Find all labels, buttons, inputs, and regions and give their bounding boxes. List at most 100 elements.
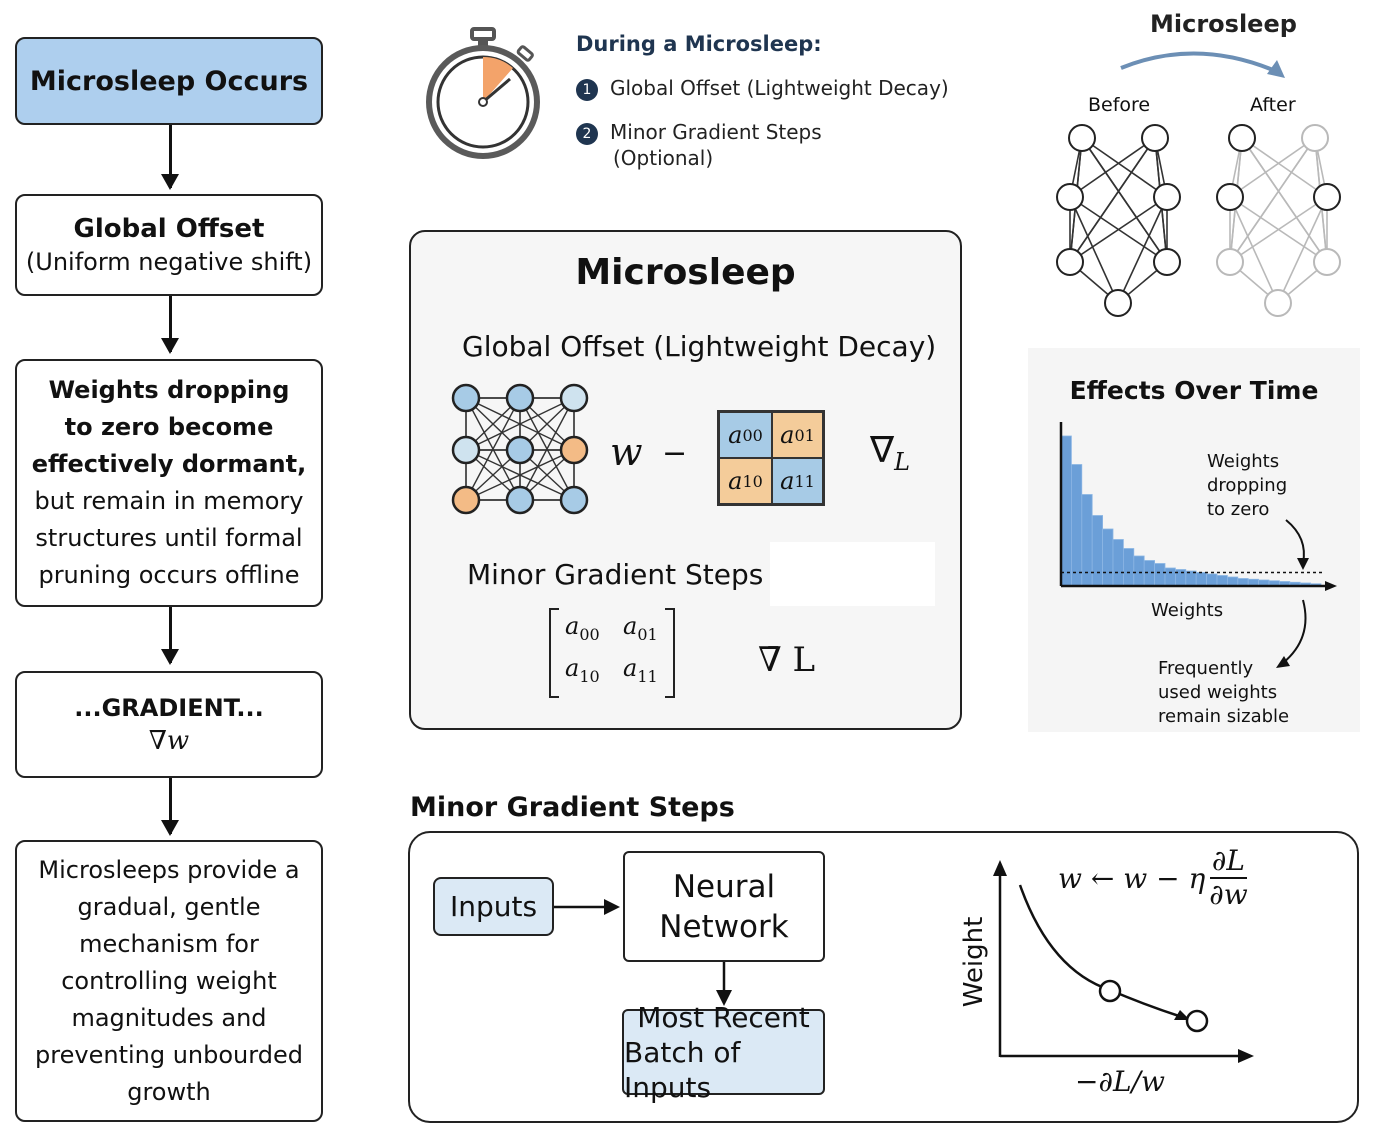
grid-node	[559, 383, 589, 413]
before-network-edge	[1069, 137, 1156, 263]
effects-chart	[1059, 422, 1337, 668]
decay-ylabel: Weight	[959, 916, 989, 1008]
flow-arrow-2	[162, 296, 178, 354]
decay-point	[1185, 1009, 1209, 1033]
before-network-edge	[1069, 137, 1156, 198]
effects-bar	[1102, 528, 1114, 587]
bm-a01: a01	[623, 612, 658, 644]
flow-arrow-3	[162, 607, 178, 665]
after-network-node	[1216, 248, 1244, 276]
grid-edge	[519, 397, 575, 501]
effects-bar	[1154, 563, 1166, 587]
during-item-2-text: Minor Gradient Steps	[610, 120, 822, 144]
minus-symbol: −	[662, 436, 688, 471]
after-label: After	[1250, 94, 1296, 116]
effects-bar	[1123, 548, 1135, 587]
batch-label-line-2: Batch of Inputs	[624, 1035, 741, 1104]
before-network-edge	[1069, 196, 1168, 263]
after-network-edge	[1277, 196, 1328, 304]
grid-node	[505, 485, 535, 515]
before-network-node	[1153, 248, 1181, 276]
formula-fraction: ∂L ∂w	[1209, 845, 1247, 911]
flow-box-2-title: Global Offset	[73, 214, 265, 244]
neural-network-box: Neural Network	[623, 851, 825, 962]
before-label: Before	[1088, 94, 1151, 116]
flow-box-3-line-1: Weights dropping	[48, 376, 290, 404]
flow-box-3-line-6: pruning occurs offline	[38, 561, 300, 589]
a01-sub: 01	[794, 425, 815, 445]
arrow-nn-to-batch	[716, 962, 732, 1006]
after-network-edge	[1229, 137, 1316, 198]
before-network-node	[1104, 289, 1132, 317]
nn-label-line-1: Neural	[672, 868, 776, 905]
flow-box-5-line-4: controlling weight	[61, 966, 277, 995]
flow-box-5-line-5: magnitudes and	[71, 1003, 267, 1032]
before-network-edge	[1081, 137, 1168, 198]
effects-title: Effects Over Time	[1069, 376, 1319, 405]
effects-bar	[1164, 567, 1176, 587]
after-network-edge	[1229, 196, 1328, 263]
flow-box-4-title: ...GRADIENT...	[74, 693, 264, 722]
grid-node	[505, 435, 535, 465]
effects-annotation-arrow-1	[1285, 519, 1305, 564]
flow-box-summary: Microsleeps provide a gradual, gentle me…	[15, 840, 323, 1122]
bm-a10: a10	[565, 654, 600, 686]
curved-arrow-icon	[1120, 51, 1285, 78]
effects-ann1-line-2: dropping	[1207, 475, 1288, 496]
bracket-matrix: a00 a01 a10 a11	[549, 608, 675, 698]
microsleep-panel	[409, 230, 962, 730]
after-network-node-active	[1228, 124, 1256, 152]
after-network-node	[1313, 248, 1341, 276]
badge-1: 1	[576, 78, 598, 101]
flow-arrow-1	[162, 125, 178, 190]
effects-bar	[1195, 572, 1207, 587]
grid-edge	[465, 397, 575, 451]
effects-annotation-2: Frequently used weights remain sizable	[1158, 657, 1289, 729]
after-network-node	[1301, 124, 1329, 152]
effects-bar	[1133, 555, 1145, 587]
effects-ann1-line-3: to zero	[1207, 499, 1270, 520]
stopwatch-icon	[426, 27, 540, 159]
flow-box-5-line-7: growth	[127, 1077, 211, 1106]
flow-box-5-line-6: preventing unbourded	[35, 1040, 303, 1069]
batch-label-line-1: Most Recent	[637, 1000, 810, 1034]
effects-ann2-line-1: Frequently	[1158, 658, 1254, 679]
effects-bar	[1226, 576, 1239, 587]
flow-box-3-line-2: to zero become	[64, 413, 274, 441]
effects-xlabel: Weights	[1151, 600, 1224, 621]
a00-base: a	[728, 421, 743, 449]
flow-box-global-offset: Global Offset (Uniform negative shift)	[15, 194, 323, 296]
after-network-edge	[1241, 137, 1328, 263]
a10-sub: 10	[742, 471, 763, 491]
effects-annotation-1: Weights dropping to zero	[1207, 450, 1287, 522]
arrow-inputs-to-nn	[554, 899, 620, 915]
after-network-node-active	[1313, 183, 1341, 211]
after-network-node	[1264, 289, 1292, 317]
panel-mask	[770, 542, 935, 606]
grid-node	[451, 485, 481, 515]
bottom-heading: Minor Gradient Steps	[410, 792, 735, 823]
bm-a11: a11	[623, 654, 658, 686]
effects-ann1-line-1: Weights	[1207, 451, 1280, 472]
weight-grid-network	[451, 383, 589, 515]
decay-xlabel: −∂L/w	[1075, 1065, 1165, 1098]
during-item-2-sub: (Optional)	[613, 146, 714, 170]
after-network-edge	[1229, 196, 1279, 304]
before-after-networks	[1056, 124, 1341, 317]
effects-bar	[1091, 515, 1103, 587]
decay-curve-arrowhead	[1174, 1010, 1190, 1020]
grid-edge	[465, 449, 575, 501]
before-network-edge	[1117, 196, 1168, 304]
batch-box: Most Recent Batch of Inputs	[622, 1001, 825, 1104]
effects-ann2-line-2: used weights	[1158, 682, 1278, 703]
decay-point	[1098, 979, 1122, 1003]
weight-decay-plot	[993, 860, 1254, 1063]
effects-annotation-arrowhead-2	[1276, 656, 1290, 668]
decay-y-arrowhead	[993, 860, 1007, 876]
nabla-sub: L	[894, 448, 911, 477]
